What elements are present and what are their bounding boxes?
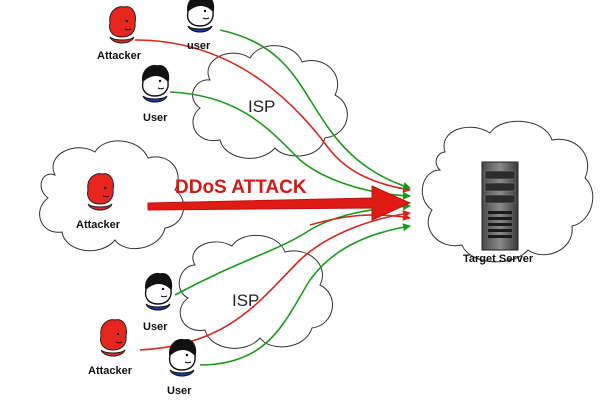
attacker-path <box>309 212 411 226</box>
ddos-attack-arrow <box>147 185 412 221</box>
user-label: User <box>167 385 192 397</box>
user-top: user <box>186 0 215 52</box>
user-path <box>219 29 411 190</box>
person-icon <box>141 64 170 103</box>
user-label: user <box>187 40 211 52</box>
person-icon <box>109 6 136 44</box>
attacker-path <box>139 210 411 351</box>
server-icon <box>481 161 519 251</box>
user-mid: User <box>141 64 170 124</box>
user-bottom-mid: User <box>143 272 173 333</box>
user-bottom: User <box>167 338 197 397</box>
user-label: User <box>143 112 168 124</box>
isp-cloud-top <box>192 45 348 159</box>
user-label: User <box>143 321 168 333</box>
person-icon <box>168 338 197 377</box>
attacker-top: Attacker <box>97 6 142 62</box>
ddos-attack-label: DDoS ATTACK <box>175 177 307 198</box>
isp-label-bottom: ISP <box>232 291 259 310</box>
person-icon <box>100 319 127 357</box>
attacker-label: Attacker <box>76 219 121 231</box>
person-icon <box>87 173 114 211</box>
isp-label-top: ISP <box>248 97 275 116</box>
isp-cloud-bottom <box>178 234 333 349</box>
target-server-label: Target Server <box>463 253 534 265</box>
attacker-path <box>134 39 411 193</box>
person-icon <box>144 272 173 311</box>
attacker-label: Attacker <box>88 365 133 377</box>
attacker-left: Attacker <box>76 173 121 231</box>
user-path <box>199 223 411 366</box>
attacker-bottom: Attacker <box>88 319 133 377</box>
person-icon <box>186 0 215 33</box>
attacker-label: Attacker <box>97 50 142 62</box>
